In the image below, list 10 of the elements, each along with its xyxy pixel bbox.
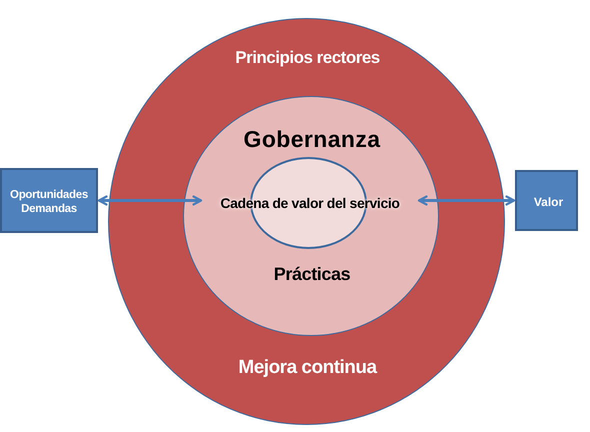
- ring-label: Mejora continua: [238, 357, 377, 379]
- ring-label: Principios rectores: [235, 48, 380, 68]
- ring-label: Gobernanza: [244, 126, 380, 152]
- box-label: Valor: [534, 196, 564, 210]
- double-arrow: [98, 195, 202, 206]
- double-arrow: [418, 195, 516, 206]
- ring-label: Prácticas: [274, 264, 350, 284]
- box-label: Oportunidades Demandas: [9, 189, 89, 216]
- output-box: [515, 170, 578, 231]
- input-box: [0, 168, 98, 233]
